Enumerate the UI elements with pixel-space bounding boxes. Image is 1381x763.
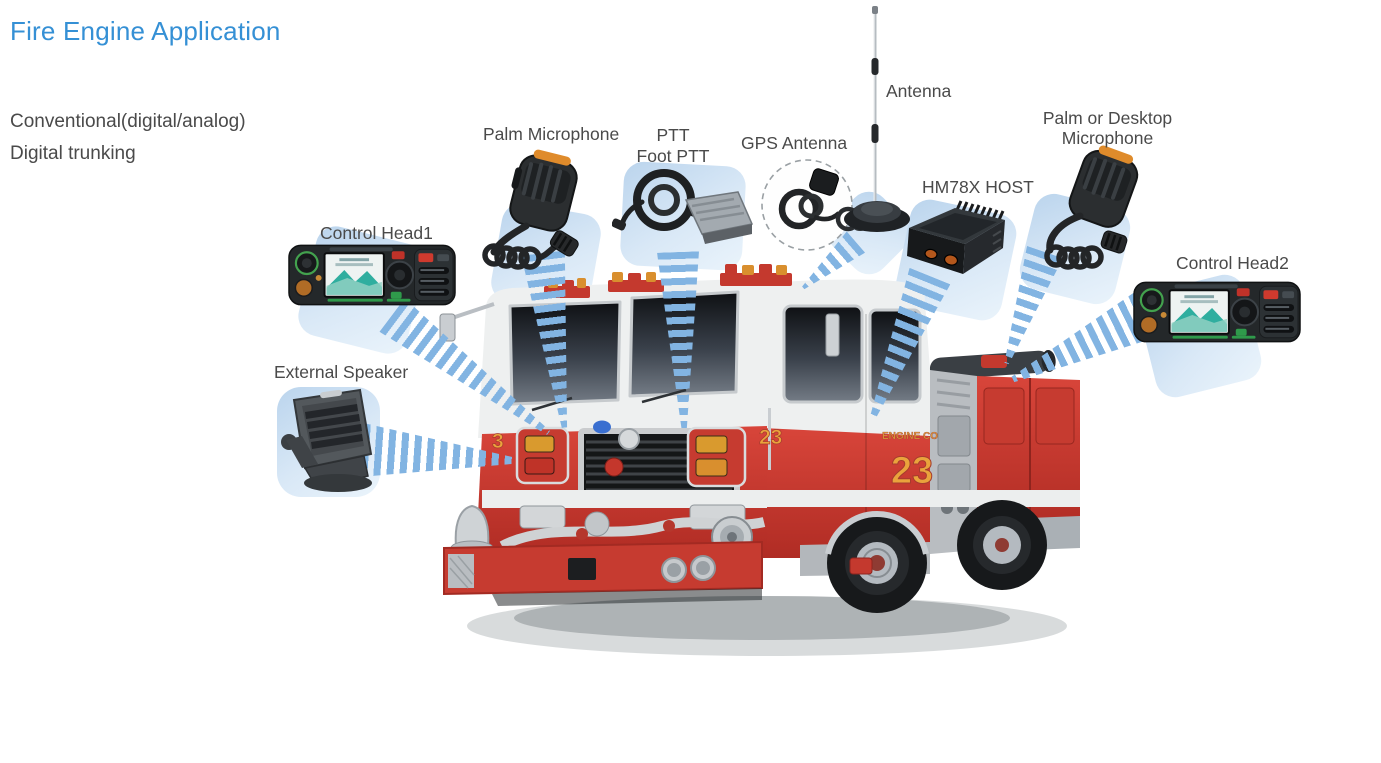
hm78x-host-device [907,200,1005,274]
rear-wheel [957,500,1047,590]
emergency-button [418,253,434,263]
mode-conventional: Conventional(digital/analog) [10,111,246,132]
fire-truck-illustration: ENGINE CO 23 [439,264,1080,656]
front-bumper [443,540,873,606]
front-wheel [825,510,929,613]
label-gps-antenna: GPS Antenna [741,133,848,153]
front-partial-number: 3 [492,430,504,453]
label-control-head-2: Control Head2 [1176,253,1289,273]
antenna-device [835,6,910,232]
red-beacon [604,457,624,477]
chrome-light [618,428,640,450]
label-palm-microphone: Palm Microphone [483,124,620,144]
label-foot-ptt: PTT Foot PTT [636,125,710,166]
right-light-panel [686,426,747,488]
palm-desktop-microphone-device [1044,145,1139,270]
label-control-head-1: Control Head1 [320,223,433,243]
side-white-stripe [762,490,1080,507]
connector-port [943,254,959,266]
svg-text:23: 23 [891,450,933,492]
front-cab [439,278,767,438]
label-antenna: Antenna [886,81,952,101]
pump-panel [930,370,977,554]
side-markings: ENGINE CO 23 [882,431,939,493]
front-number: 23 [759,426,782,449]
label-external-speaker: External Speaker [274,362,409,382]
external-speaker-device [281,388,373,492]
orange-button [1139,315,1158,334]
speaker-louvers [305,404,363,449]
blue-beacon [593,420,611,434]
page-title: Fire Engine Application [10,16,281,46]
control-head-1-device [288,244,456,306]
gps-puck [809,168,839,196]
label-hm78x-host: HM78X HOST [922,177,1034,197]
gps-antenna-device [761,159,853,251]
left-headlight [519,505,566,529]
truck-shadow [467,596,1067,656]
connector-port [924,248,938,260]
left-light-panel [515,426,570,485]
palm-microphone-device [482,149,579,270]
front-white-stripe [482,490,767,508]
label-palm-desktop-microphone: Palm or Desktop Microphone [1042,108,1173,148]
mode-digital-trunking: Digital trunking [10,143,136,164]
control-head-2-device [1133,281,1301,343]
foot-ptt-device [612,169,754,244]
svg-text:ENGINE CO: ENGINE CO [882,431,938,442]
emergency-button [1263,290,1279,300]
orange-button [294,278,313,297]
